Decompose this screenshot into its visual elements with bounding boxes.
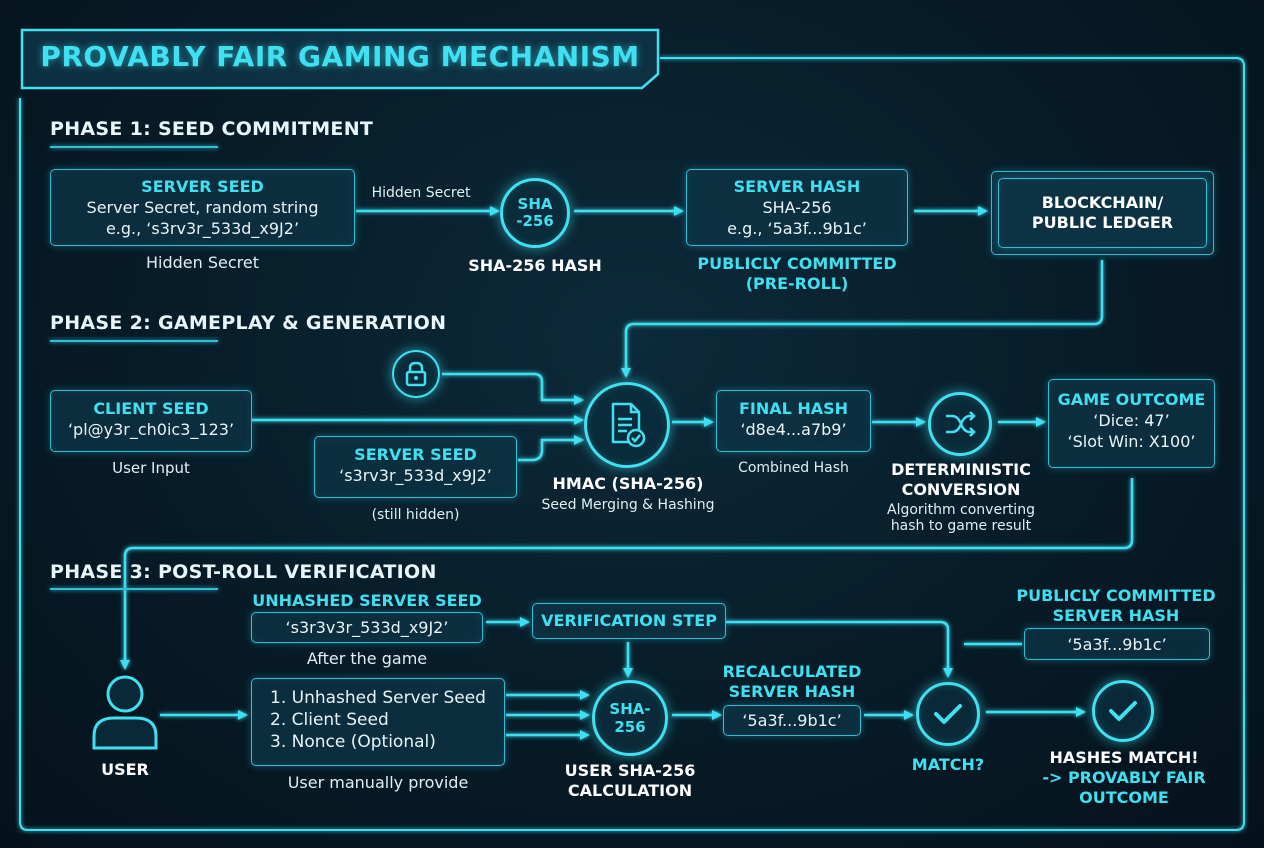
phase2-underline — [50, 340, 218, 342]
result-line1: HASHES MATCH! — [1049, 748, 1199, 767]
ledger-outer-box: BLOCKCHAIN/ PUBLIC LEDGER — [991, 171, 1214, 255]
server-seed-caption: Hidden Secret — [146, 253, 259, 272]
unhashed-seed-box: ‘s3r3v3r_533d_x9J2’ — [251, 612, 483, 643]
shuffle-icon-glyph — [946, 411, 976, 437]
page-title: PROVABLY FAIR GAMING MECHANISM — [40, 40, 640, 73]
sha256-circle: SHA -256 — [500, 178, 570, 248]
ledger-line2: PUBLIC LEDGER — [1031, 213, 1174, 232]
server-hash-algo: SHA-256 — [762, 198, 832, 217]
verification-step-label: VERIFICATION STEP — [541, 611, 717, 630]
arrow-server-to-hmac — [518, 435, 584, 462]
user-inputs-box: 1. Unhashed Server Seed 2. Client Seed 3… — [251, 678, 505, 766]
pre-roll-caption: (PRE-ROLL) — [745, 274, 849, 293]
recalc-hash-value: ‘5a3f...9b1c’ — [742, 711, 842, 730]
lock-icon — [392, 350, 440, 398]
server-seed-box: SERVER SEED Server Secret, random string… — [50, 169, 355, 246]
publicly-committed-caption: PUBLICLY COMMITTED — [697, 254, 897, 273]
match-check-icon-glyph — [934, 704, 962, 724]
server-seed-example: e.g., ‘s3rv3r_533d_x9J2’ — [105, 219, 300, 238]
result-line2: -> PROVABLY FAIR — [1042, 768, 1206, 787]
verification-step-box: VERIFICATION STEP — [532, 603, 726, 639]
user-inputs-caption: User manually provide — [287, 773, 469, 792]
hidden-secret-arrow-label: Hidden Secret — [371, 185, 471, 201]
client-seed-value: ‘pl@y3r_ch0ic3_123’ — [67, 420, 235, 439]
conversion-title-line2: CONVERSION — [901, 480, 1021, 499]
server-seed-title: SERVER SEED — [141, 177, 264, 196]
game-outcome-box: GAME OUTCOME ‘Dice: 47’ ‘Slot Win: X100’ — [1048, 379, 1215, 468]
conversion-caption-line1: Algorithm converting — [887, 502, 1035, 518]
game-outcome-title: GAME OUTCOME — [1057, 390, 1206, 409]
user-icon — [88, 672, 162, 752]
title-banner-shape — [20, 28, 660, 90]
game-outcome-dice: ‘Dice: 47’ — [1093, 411, 1170, 430]
recalc-hash-box: ‘5a3f...9b1c’ — [723, 705, 861, 736]
server-seed-hidden-title: SERVER SEED — [354, 445, 477, 464]
outer-frame — [19, 57, 1245, 831]
final-hash-caption: Combined Hash — [738, 460, 849, 476]
result-line3: OUTCOME — [1079, 788, 1169, 807]
client-seed-title: CLIENT SEED — [93, 399, 209, 418]
hmac-caption: Seed Merging & Hashing — [541, 497, 715, 513]
server-seed-hidden-value: ‘s3rv3r_533d_x9J2’ — [339, 466, 492, 485]
arrow-lock-to-hmac — [442, 372, 584, 405]
recalc-title-line1: RECALCULATED — [722, 662, 862, 681]
user-sha-caption-line1: USER SHA-256 — [564, 761, 696, 780]
still-hidden-caption: (still hidden) — [371, 507, 460, 523]
input-item-2: 2. Client Seed — [270, 710, 389, 730]
phase3-underline — [50, 588, 218, 590]
unhashed-seed-title: UNHASHED SERVER SEED — [252, 591, 482, 610]
recalc-title-line2: SERVER HASH — [728, 682, 856, 701]
server-hash-box: SERVER HASH SHA-256 e.g., ‘5a3f...9b1c’ — [686, 169, 908, 246]
public-hash-value: ‘5a3f...9b1c’ — [1067, 635, 1167, 654]
document-check-icon — [584, 382, 670, 468]
ledger-inner-box: BLOCKCHAIN/ PUBLIC LEDGER — [998, 178, 1207, 248]
hmac-title: HMAC (SHA-256) — [552, 474, 704, 493]
input-item-1: 1. Unhashed Server Seed — [270, 688, 486, 708]
user-sha-caption-line2: CALCULATION — [567, 781, 693, 800]
conversion-caption-line2: hash to game result — [890, 518, 1032, 534]
public-hash-box: ‘5a3f...9b1c’ — [1024, 628, 1210, 660]
final-hash-box: FINAL HASH ‘d8e4...a7b9’ — [716, 390, 871, 452]
server-seed-desc: Server Secret, random string — [86, 198, 319, 217]
sha256-circle-label: SHA -256 — [516, 195, 554, 230]
shuffle-icon — [928, 392, 992, 456]
server-hash-example: e.g., ‘5a3f...9b1c’ — [727, 219, 867, 238]
public-hash-title-line2: SERVER HASH — [1052, 606, 1180, 625]
client-seed-caption: User Input — [112, 459, 190, 477]
match-check-icon — [916, 682, 980, 746]
document-check-icon-glyph — [611, 402, 646, 448]
unhashed-seed-caption: After the game — [306, 649, 428, 668]
arrow-verify-to-match — [726, 620, 953, 678]
user-label: USER — [101, 760, 149, 779]
title-banner: PROVABLY FAIR GAMING MECHANISM — [20, 28, 660, 90]
phase3-heading: PHASE 3: POST-ROLL VERIFICATION — [50, 561, 437, 583]
conversion-title-line1: DETERMINISTIC — [891, 460, 1031, 479]
arrow-outcome-to-user — [120, 478, 1134, 670]
phase1-underline — [50, 146, 218, 148]
input-item-3: 3. Nonce (Optional) — [270, 732, 436, 752]
server-seed-hidden-box: SERVER SEED ‘s3rv3r_533d_x9J2’ — [314, 436, 517, 498]
lock-icon-glyph — [405, 361, 427, 387]
unhashed-seed-value: ‘s3r3v3r_533d_x9J2’ — [285, 618, 449, 637]
final-hash-title: FINAL HASH — [738, 399, 849, 418]
result-check-icon-glyph — [1109, 701, 1137, 721]
ledger-line1: BLOCKCHAIN/ — [1041, 193, 1164, 212]
game-outcome-slot: ‘Slot Win: X100’ — [1067, 432, 1196, 451]
user-sha256-circle: SHA- 256 — [592, 680, 668, 756]
user-sha256-circle-label: SHA- 256 — [609, 700, 651, 736]
client-seed-box: CLIENT SEED ‘pl@y3r_ch0ic3_123’ — [50, 390, 252, 452]
server-hash-title: SERVER HASH — [733, 177, 861, 196]
user-icon-glyph — [92, 675, 158, 750]
phase2-heading: PHASE 2: GAMEPLAY & GENERATION — [50, 312, 447, 334]
match-caption: MATCH? — [911, 755, 985, 774]
public-hash-title-line1: PUBLICLY COMMITTED — [1016, 586, 1216, 605]
arrow-ledger-to-hmac — [621, 260, 1104, 378]
result-check-icon — [1092, 680, 1154, 742]
sha256-hash-caption: SHA-256 HASH — [468, 256, 602, 275]
final-hash-value: ‘d8e4...a7b9’ — [740, 420, 847, 439]
phase1-heading: PHASE 1: SEED COMMITMENT — [50, 118, 374, 140]
